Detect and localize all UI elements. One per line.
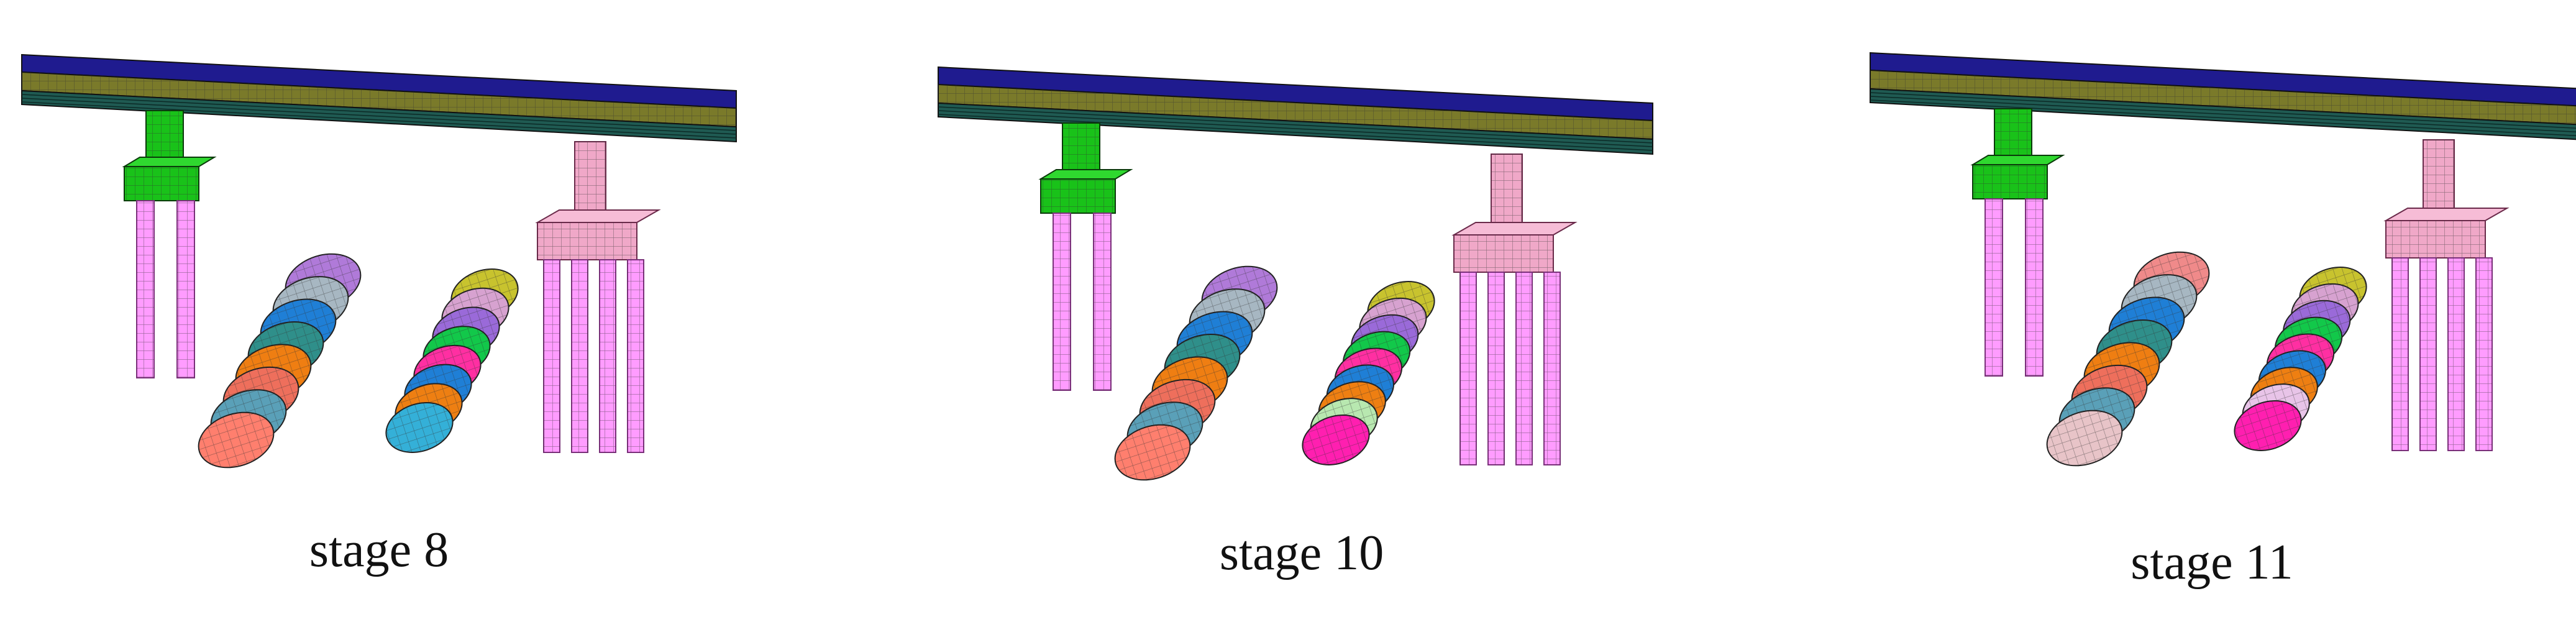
left-pile-mesh bbox=[137, 201, 154, 378]
right-pile-cap-top bbox=[535, 209, 661, 223]
right-pile-cap-mesh bbox=[537, 222, 637, 260]
right-pile-mesh bbox=[1460, 272, 1476, 465]
right-pile-mesh bbox=[2392, 258, 2408, 451]
stage-panel-0 bbox=[21, 53, 737, 469]
right-pile-mesh bbox=[2420, 258, 2436, 451]
left-pile-mesh bbox=[1985, 199, 2003, 376]
right-pier-column-mesh bbox=[2423, 140, 2454, 208]
left-pile-mesh bbox=[2026, 199, 2043, 376]
deck-middle-mesh bbox=[938, 85, 1653, 139]
tunnel-left bbox=[2046, 251, 2210, 467]
right-pier bbox=[535, 141, 661, 453]
left-pier bbox=[122, 110, 217, 378]
caption-stage-11: stage 11 bbox=[2131, 535, 2293, 590]
bridge-deck bbox=[21, 53, 737, 143]
right-pile-cap-top bbox=[2383, 208, 2510, 221]
deck-line bbox=[1870, 99, 2576, 137]
left-pier bbox=[1038, 122, 1133, 391]
deck-line bbox=[21, 94, 737, 131]
right-pier bbox=[1451, 153, 1578, 465]
left-pile-mesh bbox=[1094, 213, 1111, 390]
deck-line bbox=[21, 101, 737, 139]
tunnel-ring-mesh bbox=[1302, 415, 1369, 465]
right-pile-mesh bbox=[628, 260, 644, 452]
left-pier bbox=[1970, 108, 2065, 377]
tunnel-right bbox=[1302, 281, 1435, 465]
deck-top-layer bbox=[1870, 52, 2576, 107]
right-pile-cap-mesh bbox=[2386, 221, 2485, 258]
right-pier-column-mesh bbox=[1491, 154, 1522, 222]
tunnel-right bbox=[385, 268, 519, 453]
right-pile-cap-mesh bbox=[1454, 235, 1553, 272]
tunnel-ring-mesh bbox=[1115, 424, 1190, 480]
right-pile-mesh bbox=[2448, 258, 2464, 451]
deck-line bbox=[21, 98, 737, 135]
deck-line bbox=[1870, 96, 2576, 133]
tunnel-ring-mesh bbox=[2047, 410, 2122, 466]
deck-line bbox=[938, 114, 1653, 151]
left-pile-mesh bbox=[177, 201, 194, 378]
caption-stage-8: stage 8 bbox=[309, 523, 449, 577]
left-pile-cap-mesh bbox=[124, 167, 199, 201]
left-pile-cap-top bbox=[122, 157, 217, 167]
deck-line bbox=[938, 106, 1653, 144]
bridge-deck bbox=[938, 66, 1653, 155]
right-pile-mesh bbox=[1544, 272, 1560, 465]
tunnel-ring-mesh bbox=[386, 403, 453, 452]
right-pile-mesh bbox=[2476, 258, 2492, 451]
tunnel-ring-mesh bbox=[2234, 401, 2301, 451]
caption-stage-10: stage 10 bbox=[1219, 526, 1384, 580]
stage-panel-2 bbox=[1870, 52, 2576, 467]
right-pile-cap-top bbox=[1451, 222, 1578, 236]
deck-line bbox=[938, 110, 1653, 147]
tunnel-right bbox=[2234, 267, 2367, 451]
left-pile-cap-mesh bbox=[1041, 179, 1115, 213]
left-pile-mesh bbox=[1053, 213, 1071, 390]
tunnel-left bbox=[198, 253, 362, 469]
left-pile-cap-top bbox=[1970, 155, 2065, 165]
left-pile-cap-top bbox=[1038, 169, 1133, 180]
right-pile-mesh bbox=[1516, 272, 1532, 465]
stage-panel-1 bbox=[938, 66, 1653, 481]
deck-line bbox=[1870, 92, 2576, 129]
deck-middle-mesh bbox=[22, 72, 736, 127]
right-pile-mesh bbox=[600, 260, 616, 452]
right-pier-column-mesh bbox=[575, 142, 606, 210]
left-pile-cap-mesh bbox=[1973, 165, 2047, 199]
bridge-deck bbox=[1870, 52, 2576, 140]
right-pier bbox=[2383, 139, 2510, 451]
tunnel-left bbox=[1114, 265, 1278, 481]
deck-middle-mesh bbox=[1870, 70, 2576, 125]
right-pile-mesh bbox=[1488, 272, 1504, 465]
right-pile-mesh bbox=[572, 260, 588, 452]
tunnel-ring-mesh bbox=[198, 412, 274, 468]
right-pile-mesh bbox=[544, 260, 560, 452]
